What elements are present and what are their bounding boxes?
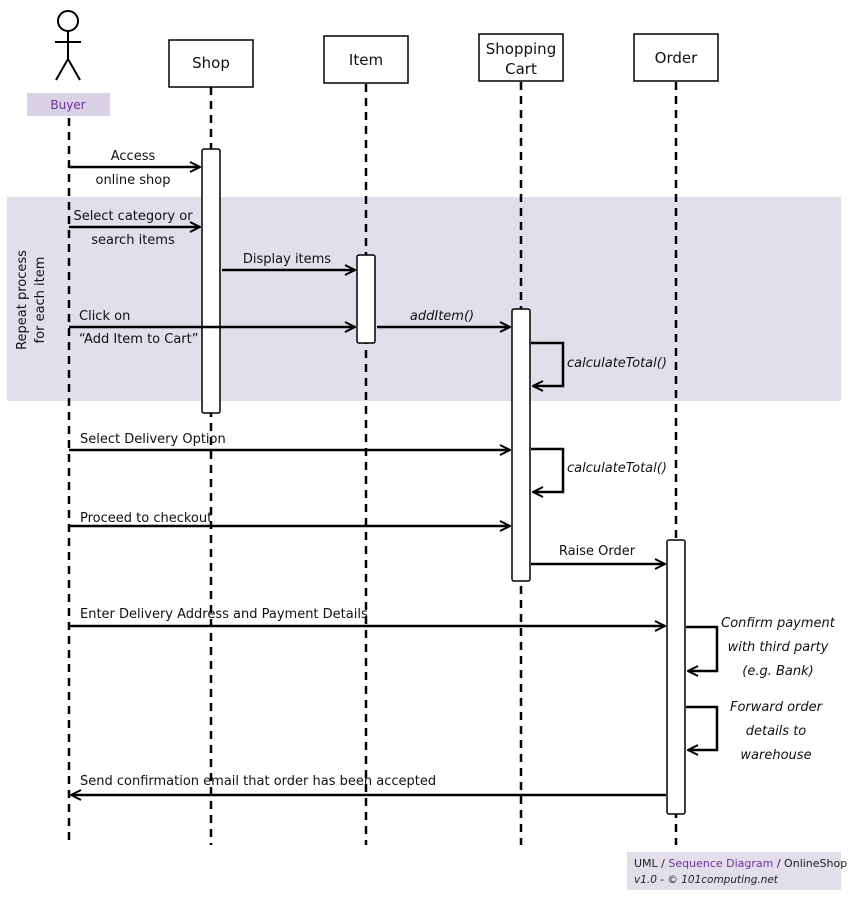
participant-label-order: Order xyxy=(655,49,698,67)
participant-shop: Shop xyxy=(168,39,254,88)
message-label-select-category-2: search items xyxy=(91,233,175,248)
message-label-confirm-payment-3: (e.g. Bank) xyxy=(742,664,813,679)
message-arrow-forward-order xyxy=(686,705,719,750)
message-label-confirm-payment-1: Confirm payment xyxy=(721,616,836,631)
message-label-click-add-1: Click on xyxy=(79,309,130,324)
actor-leg-right xyxy=(67,58,81,81)
activation-item xyxy=(356,254,376,344)
message-arrow-calculate-total-2 xyxy=(531,447,565,492)
participant-box-item xyxy=(323,35,409,84)
participant-order: Order xyxy=(633,33,719,82)
message-label-click-add-2: “Add Item to Cart” xyxy=(79,332,199,347)
message-arrow-confirm-payment xyxy=(686,625,719,671)
activation-cart xyxy=(511,308,531,582)
actor-label-bg xyxy=(27,93,110,116)
credit-link[interactable]: Sequence Diagram xyxy=(668,857,773,870)
message-label-access-2: online shop xyxy=(95,173,170,188)
participant-label-cart-line1: Shopping xyxy=(486,40,556,58)
message-label-forward-order-1: Forward order xyxy=(730,700,824,715)
loop-label-line1: Repeat process xyxy=(15,250,30,350)
participant-label-shop: Shop xyxy=(192,54,230,72)
actor-buyer xyxy=(55,10,81,81)
message-label-forward-order-2: details to xyxy=(746,724,807,739)
actor-head xyxy=(57,10,79,32)
message-labels: Access online shop Select category or se… xyxy=(73,149,835,789)
participant-item: Item xyxy=(323,35,409,84)
message-label-confirmation-email: Send confirmation email that order has b… xyxy=(80,774,436,789)
message-label-calculate-total-1: calculateTotal() xyxy=(567,356,667,371)
loop-label-line2: for each item xyxy=(33,257,48,344)
actor-label-buyer: Buyer xyxy=(50,98,85,112)
participant-label-cart-line2: Cart xyxy=(505,60,537,78)
activation-order xyxy=(666,539,686,815)
credit-box: UML / Sequence Diagram / OnlineShop v1.0… xyxy=(627,852,847,890)
participant-cart: Shopping Cart xyxy=(478,33,564,82)
message-label-raise-order: Raise Order xyxy=(559,544,636,559)
message-label-forward-order-3: warehouse xyxy=(740,748,811,763)
message-label-checkout: Proceed to checkout xyxy=(80,511,212,526)
credit-bg xyxy=(627,852,841,890)
credit-rest: / OnlineShop xyxy=(773,857,847,870)
credit-uml: UML / xyxy=(634,857,668,870)
participant-box-shop xyxy=(168,39,254,88)
actor-leg-left xyxy=(55,58,69,81)
messages xyxy=(69,167,719,795)
message-label-enter-delivery: Enter Delivery Address and Payment Detai… xyxy=(80,607,368,622)
message-label-select-category-1: Select category or xyxy=(73,209,193,224)
message-arrow-calculate-total-1 xyxy=(531,341,565,386)
activation-bars xyxy=(201,148,686,815)
message-label-confirm-payment-2: with third party xyxy=(728,640,829,655)
credit-line1: UML / Sequence Diagram / OnlineShop xyxy=(634,857,847,870)
activation-shop xyxy=(201,148,221,414)
message-label-calculate-total-2: calculateTotal() xyxy=(567,461,667,476)
message-label-additem: addItem() xyxy=(410,309,474,324)
credit-line2: v1.0 - © 101computing.net xyxy=(634,874,779,886)
participant-box-order xyxy=(633,33,719,82)
participant-box-cart xyxy=(478,33,564,82)
message-label-select-delivery: Select Delivery Option xyxy=(80,432,226,447)
loop-band xyxy=(7,197,841,401)
participant-label-item: Item xyxy=(349,51,383,69)
message-label-display-items: Display items xyxy=(243,252,331,267)
message-label-access-1: Access xyxy=(111,149,156,164)
